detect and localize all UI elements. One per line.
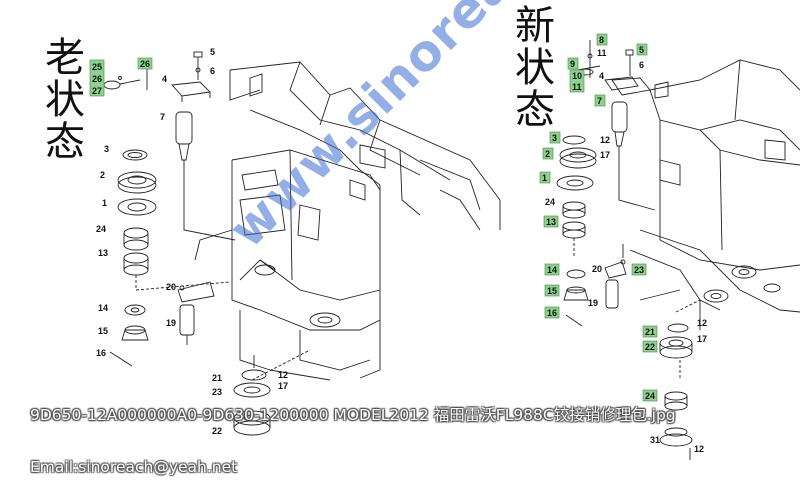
callout-n22: 22 bbox=[645, 342, 655, 352]
callout-n6: 6 bbox=[639, 60, 644, 70]
callout-n12b: 12 bbox=[697, 318, 707, 328]
callout-6: 6 bbox=[210, 66, 215, 76]
callout-n4: 4 bbox=[599, 71, 604, 81]
email-caption: Email:sinoreach@yeah.net bbox=[30, 458, 238, 476]
callout-23: 23 bbox=[212, 387, 222, 397]
callout-16: 16 bbox=[96, 348, 106, 358]
new-state-label: 新状态 bbox=[508, 4, 554, 130]
callout-4: 4 bbox=[162, 74, 167, 84]
new-parts bbox=[556, 40, 701, 460]
callout-19: 19 bbox=[166, 318, 176, 328]
callout-17: 17 bbox=[278, 381, 288, 391]
callout-n12a: 12 bbox=[600, 135, 610, 145]
callout-n2: 2 bbox=[545, 149, 550, 159]
callout-n12c: 12 bbox=[694, 444, 704, 454]
callout-n15: 15 bbox=[547, 286, 557, 296]
callout-n1: 1 bbox=[542, 173, 547, 183]
callout-2: 2 bbox=[100, 170, 105, 180]
callout-25: 25 bbox=[92, 62, 102, 72]
callout-n14: 14 bbox=[547, 265, 557, 275]
callout-n16: 16 bbox=[547, 308, 557, 318]
callout-n31: 31 bbox=[650, 435, 660, 445]
old-parts bbox=[103, 51, 311, 436]
callout-n10: 10 bbox=[572, 71, 582, 81]
callout-n21: 21 bbox=[645, 327, 655, 337]
callout-21: 21 bbox=[212, 373, 222, 383]
callout-7: 7 bbox=[160, 112, 165, 122]
callout-n17b: 17 bbox=[697, 334, 707, 344]
old-state-label: 老状态 bbox=[38, 36, 84, 162]
callout-13: 13 bbox=[98, 248, 108, 258]
callout-1: 1 bbox=[102, 198, 107, 208]
callout-n8: 8 bbox=[599, 35, 604, 45]
callout-n7: 7 bbox=[597, 96, 602, 106]
callout-n11a: 11 bbox=[597, 48, 607, 58]
new-frame-drawing bbox=[611, 59, 800, 330]
callout-n20: 20 bbox=[592, 264, 602, 274]
callout-15: 15 bbox=[98, 326, 108, 336]
callout-22: 22 bbox=[212, 426, 222, 436]
callout-14: 14 bbox=[98, 303, 108, 313]
new-callouts: 8 11 9 10 11 5 6 4 7 3 12 2 17 1 24 13 1… bbox=[539, 33, 707, 454]
callout-n23: 23 bbox=[634, 265, 644, 275]
callout-n5: 5 bbox=[639, 45, 644, 55]
filename-caption: 9D650-12A000000A0-9D630-1200000 MODEL201… bbox=[30, 406, 676, 424]
old-frame-drawing bbox=[194, 61, 501, 381]
callout-n17a: 17 bbox=[600, 150, 610, 160]
callout-n3: 3 bbox=[552, 133, 557, 143]
callout-27: 27 bbox=[92, 86, 102, 96]
callout-26: 26 bbox=[92, 74, 102, 84]
callout-n24b: 24 bbox=[645, 391, 655, 401]
callout-3: 3 bbox=[104, 144, 109, 154]
callout-5: 5 bbox=[210, 47, 215, 57]
callout-n24a: 24 bbox=[545, 197, 555, 207]
callout-26b: 26 bbox=[140, 59, 150, 69]
callout-n19: 19 bbox=[588, 298, 598, 308]
callout-12: 12 bbox=[278, 370, 288, 380]
callout-n9: 9 bbox=[570, 59, 575, 69]
callout-24: 24 bbox=[96, 224, 106, 234]
callout-n13: 13 bbox=[546, 217, 556, 227]
callout-n11b: 11 bbox=[572, 82, 582, 92]
old-callouts: 25 26 27 26 5 6 4 7 3 2 1 24 13 14 15 16… bbox=[89, 47, 288, 436]
callout-20: 20 bbox=[166, 282, 176, 292]
